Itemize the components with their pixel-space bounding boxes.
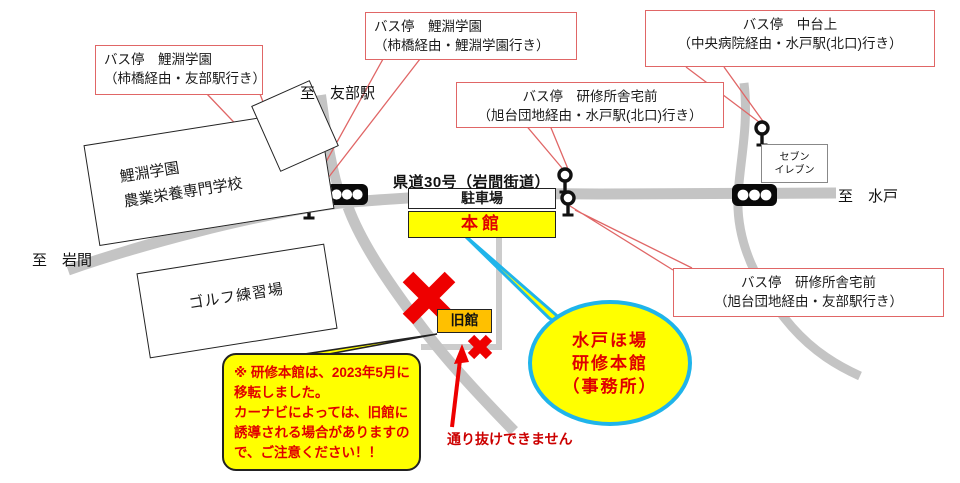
callout-line1: バス停 中台上 xyxy=(742,17,838,32)
direction-iwama: 至 岩間 xyxy=(32,252,93,269)
callout-busstop-koibuchi-tomobe: バス停 鯉淵学園 （柿橋経由・友部駅行き） xyxy=(95,45,266,95)
traffic-light-icon xyxy=(732,184,777,206)
seven-eleven-building: セブン イレブン xyxy=(761,144,828,183)
callout-line2: （柿橋経由・鯉淵学園行き） xyxy=(374,38,550,53)
right-road xyxy=(733,82,862,381)
main-building-box: 本館 xyxy=(408,211,556,238)
bus-stop-icon xyxy=(560,190,576,217)
callout-line1: バス停 鯉淵学園 xyxy=(104,52,212,67)
bus-stop-icon xyxy=(754,120,770,147)
office-location-bubble: 水戸ほ場 研修本館 （事務所） xyxy=(528,300,692,426)
direction-tomobe-station: 至 友部駅 xyxy=(300,85,376,102)
callout-busstop-nakadaiue: バス停 中台上 （中央病院経由・水戸駅(北口)行き） xyxy=(645,10,935,67)
pointer-callout-5 xyxy=(569,205,693,271)
callout-busstop-kenshujo-tomobe: バス停 研修所舎宅前 （旭台団地経由・友部駅行き） xyxy=(673,268,944,317)
callout-line2: （旭台団地経由・水戸駅(北口)行き） xyxy=(477,108,703,123)
seven-eleven-label-line2: イレブン xyxy=(774,165,815,176)
callout-line1: バス停 研修所舎宅前 xyxy=(741,275,876,290)
callout-line2: （中央病院経由・水戸駅(北口)行き） xyxy=(677,36,903,51)
route-30-label: 県道30号（岩間街道） xyxy=(393,174,551,191)
office-line3: （事務所） xyxy=(562,376,658,396)
callout-busstop-koibuchi-gakuen: バス停 鯉淵学園 （柿橋経由・鯉淵学園行き） xyxy=(365,12,577,60)
direction-mito: 至 水戸 xyxy=(838,188,899,205)
relocation-warning-bubble: ※ 研修本館は、2023年5月に 移転しました。 カーナビによっては、旧館に 誘… xyxy=(222,353,421,471)
warning-line: で、ご注意ください！！ xyxy=(234,445,382,460)
traffic-light-icon xyxy=(326,184,368,205)
old-building-box: 旧館 xyxy=(437,309,492,333)
callout-busstop-kenshujo-mito: バス停 研修所舎宅前 （旭台団地経由・水戸駅(北口)行き） xyxy=(456,82,724,128)
warning-line: 誘導される場合がありますの xyxy=(234,425,410,440)
callout-line2: （柿橋経由・友部駅行き） xyxy=(104,71,266,86)
seven-eleven-label-line1: セブン xyxy=(779,152,810,163)
old-building-road xyxy=(342,205,518,435)
callout-line1: バス停 鯉淵学園 xyxy=(374,19,482,34)
parking-lot-box: 駐車場 xyxy=(408,188,556,209)
warning-line: ※ 研修本館は、2023年5月に xyxy=(234,365,410,380)
callout-line2: （旭台団地経由・友部駅行き） xyxy=(714,294,903,309)
callout-line1: バス停 研修所舎宅前 xyxy=(522,89,658,104)
pointer-callout-4 xyxy=(523,122,569,170)
red-arrow-icon xyxy=(450,344,469,428)
office-line2: 研修本館 xyxy=(572,353,648,373)
no-through-label: 通り抜けできません xyxy=(447,431,573,447)
office-line1: 水戸ほ場 xyxy=(572,330,648,350)
warning-line: カーナビによっては、旧館に xyxy=(234,405,409,420)
warning-line: 移転しました。 xyxy=(234,385,329,400)
